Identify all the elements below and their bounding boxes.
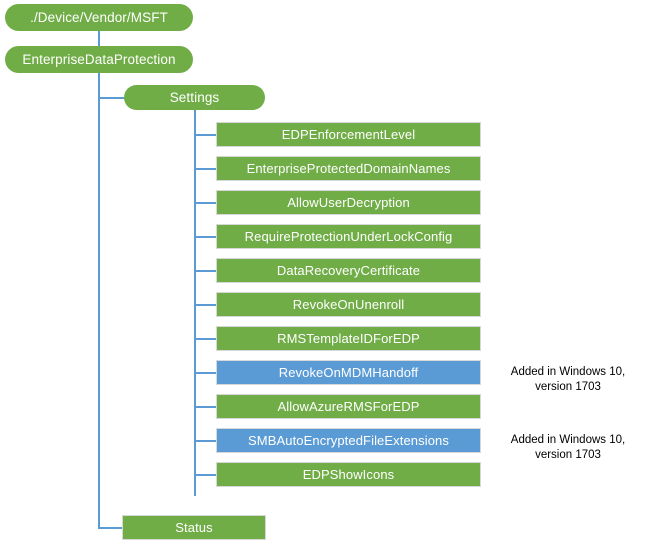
node-allowazurermsforedp[interactable]: AllowAzureRMSForEDP	[216, 394, 481, 419]
connector-stub-child-7	[194, 372, 216, 374]
node-label: EnterpriseProtectedDomainNames	[246, 161, 451, 176]
node-label: RevokeOnUnenroll	[292, 297, 405, 312]
connector-stub-child-4	[194, 270, 216, 272]
node-smbautoencryptedfileextensions[interactable]: SMBAutoEncryptedFileExtensions	[216, 428, 481, 453]
connector-root-to-enterprisedataprotection	[98, 30, 100, 46]
connector-main-spine	[98, 72, 100, 528]
connector-stub-child-0	[194, 134, 216, 136]
node-label: RevokeOnMDMHandoff	[278, 365, 419, 380]
connector-stub-child-9	[194, 440, 216, 442]
connector-stub-child-8	[194, 406, 216, 408]
node-datarecoverycertificate[interactable]: DataRecoveryCertificate	[216, 258, 481, 283]
connector-stub-child-3	[194, 236, 216, 238]
connector-stub-child-6	[194, 338, 216, 340]
node-label: AllowAzureRMSForEDP	[277, 399, 420, 414]
connector-stub-child-10	[194, 474, 216, 476]
annotation-revokeonmdmhandoff: Added in Windows 10, version 1703	[510, 366, 626, 393]
node-status-label: Status	[175, 520, 213, 535]
node-label: RMSTemplateIDForEDP	[277, 331, 420, 346]
node-label: EDPShowIcons	[302, 467, 395, 482]
connector-settings-children-spine	[194, 124, 196, 496]
node-label: SMBAutoEncryptedFileExtensions	[248, 433, 449, 448]
node-revokeonmdmhandoff[interactable]: RevokeOnMDMHandoff	[216, 360, 481, 385]
node-settings-label: Settings	[169, 89, 220, 105]
node-rmstemplateidforedp[interactable]: RMSTemplateIDForEDP	[216, 326, 481, 351]
node-label: EDPEnforcementLevel	[281, 127, 416, 142]
node-requireprotectionunderlockconfig[interactable]: RequireProtectionUnderLockConfig	[216, 224, 481, 249]
node-edpenforcementlevel[interactable]: EDPEnforcementLevel	[216, 122, 481, 147]
node-enterpriseprotecteddomainnames[interactable]: EnterpriseProtectedDomainNames	[216, 156, 481, 181]
node-status[interactable]: Status	[122, 515, 266, 540]
node-allowuserdecryption[interactable]: AllowUserDecryption	[216, 190, 481, 215]
node-settings[interactable]: Settings	[124, 85, 265, 110]
connector-stub-child-5	[194, 304, 216, 306]
node-label: RequireProtectionUnderLockConfig	[244, 229, 453, 244]
annotation-smbautoencryptedfileextensions: Added in Windows 10, version 1703	[510, 434, 626, 461]
node-root-label: ./Device/Vendor/MSFT	[30, 9, 168, 25]
connector-spine-to-status	[98, 527, 124, 529]
node-enterprisedataprotection[interactable]: EnterpriseDataProtection	[5, 46, 193, 73]
node-label: DataRecoveryCertificate	[276, 263, 421, 278]
connector-spine-to-settings	[98, 97, 126, 99]
connector-settings-downstub	[194, 110, 196, 124]
node-root[interactable]: ./Device/Vendor/MSFT	[5, 4, 193, 31]
connector-stub-child-2	[194, 202, 216, 204]
node-edpshowicons[interactable]: EDPShowIcons	[216, 462, 481, 487]
connector-stub-child-1	[194, 168, 216, 170]
node-enterprisedataprotection-label: EnterpriseDataProtection	[22, 51, 176, 67]
node-label: AllowUserDecryption	[287, 195, 410, 210]
node-revokeonunenroll[interactable]: RevokeOnUnenroll	[216, 292, 481, 317]
